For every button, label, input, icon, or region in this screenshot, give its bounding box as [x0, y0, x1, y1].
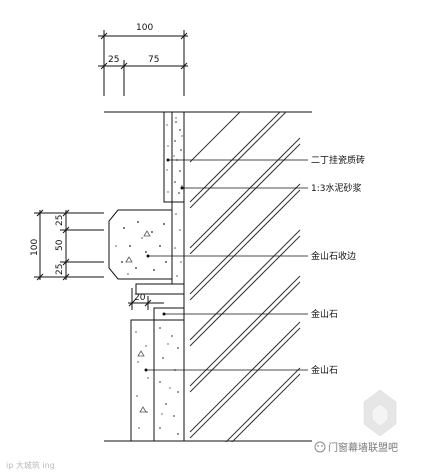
- snowflake-logo-icon: [363, 389, 397, 437]
- label-stone-1: 金山石: [311, 308, 338, 320]
- dim-top-total: 100: [136, 23, 153, 33]
- top-dimension: [98, 30, 188, 96]
- watermark-text: 门窗幕墙联盟吧: [328, 441, 398, 454]
- step-detail: [128, 283, 185, 310]
- leader-lines: [146, 159, 308, 371]
- watermark-corner-text: ip 大城筑 ing: [6, 460, 55, 470]
- dim-top-right: 75: [148, 55, 159, 65]
- label-tile: 二丁挂瓷质砖: [311, 154, 365, 166]
- wall-hatch: [189, 112, 301, 442]
- watermark: 门窗幕墙联盟吧 ip 大城筑 ing: [6, 389, 398, 470]
- label-mortar: 1:3水泥砂浆: [311, 182, 362, 194]
- wechat-icon: [314, 441, 326, 453]
- dim-left-bottom: 25: [55, 264, 65, 275]
- dim-left-total: 100: [30, 239, 40, 256]
- stone-edging-block: [108, 201, 185, 285]
- dim-top-left: 25: [108, 55, 119, 65]
- label-stone-2: 金山石: [311, 364, 338, 376]
- dim-left-top: 25: [55, 215, 65, 226]
- label-stone-edging: 金山石收边: [311, 250, 356, 262]
- dim-left-mid: 50: [55, 239, 65, 251]
- left-dimension: [34, 209, 104, 281]
- stone-cladding-lower: [130, 307, 185, 442]
- dim-bottom-small: 20: [134, 293, 146, 303]
